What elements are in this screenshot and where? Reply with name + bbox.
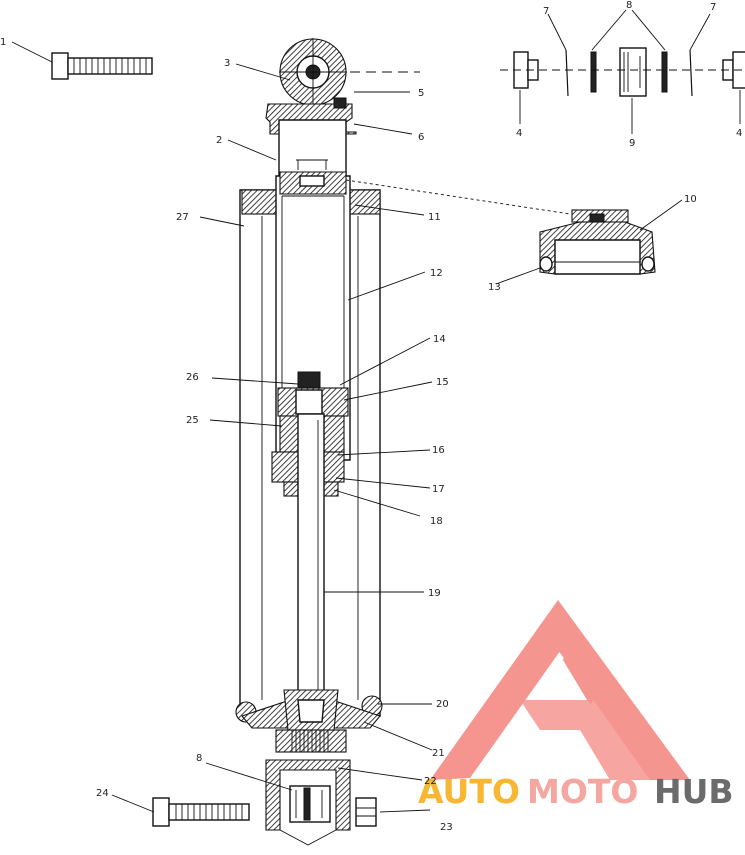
callout-8-top: 8 [626,0,632,11]
bushing-assembly-exploded [500,47,745,97]
callout-24: 24 [96,788,109,799]
callout-16: 16 [432,445,445,456]
watermark-text-hub: HUB [654,772,734,811]
nut-bottom [355,797,377,827]
callout-7-left: 7 [543,6,549,17]
callout-21: 21 [432,748,445,759]
callout-18: 18 [430,516,443,527]
watermark-logo [430,600,690,780]
bolt-top [51,52,153,80]
callout-2: 2 [216,135,222,146]
callout-15: 15 [436,377,449,388]
bolt-bottom [152,797,250,827]
callout-10: 10 [684,194,697,205]
callout-7-right: 7 [710,2,716,13]
callout-4-right: 4 [736,128,742,139]
callout-1: 1 [0,37,6,48]
callout-9: 9 [629,138,635,149]
callout-20: 20 [436,699,449,710]
callout-25: 25 [186,415,199,426]
leader-lines [11,9,741,813]
callout-8-bottom: 8 [196,753,202,764]
callout-19: 19 [428,588,441,599]
callout-6: 6 [418,132,424,143]
callout-5: 5 [418,88,424,99]
callout-26: 26 [186,372,199,383]
watermark-text-auto: AUTO [418,772,520,811]
callout-3: 3 [224,58,230,69]
callout-22: 22 [424,776,437,787]
callout-11: 11 [428,212,441,223]
callout-23: 23 [440,822,453,833]
callout-13: 13 [488,282,501,293]
callout-14: 14 [433,334,446,345]
callout-12: 12 [430,268,443,279]
shock-absorber-body [235,38,383,846]
reservoir-cap-detail [539,209,656,275]
callout-labels: 1 2 3 4 4 5 6 7 7 8 8 9 10 11 12 13 14 1… [0,0,742,833]
callout-4-left: 4 [516,128,522,139]
callout-27: 27 [176,212,189,223]
callout-17: 17 [432,484,445,495]
watermark-text-moto: MOTO [527,772,638,811]
